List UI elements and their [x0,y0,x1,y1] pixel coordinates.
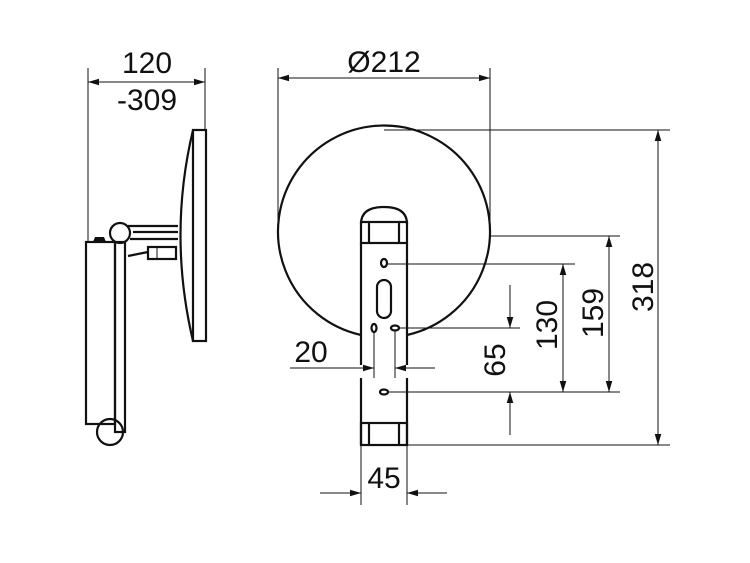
arm-side-profile [108,221,178,261]
mirror-circle [276,124,492,337]
side-view: 120 -309 [84,47,208,447]
width-label: 45 [367,462,400,495]
wall-bracket-side [84,237,127,447]
wall-bracket-front [359,205,409,447]
depth-range-label: -309 [117,84,177,117]
depth-label: 120 [122,47,172,80]
mounting-hole [378,388,390,396]
hole-65-label: 65 [479,343,512,376]
hole-spacing-label: 20 [294,336,327,369]
mounting-hole [379,257,389,269]
diameter-label: Ø212 [347,46,420,79]
hole-159-label: 159 [577,288,610,338]
mounting-hole [370,322,378,334]
hole-130-label: 130 [531,300,564,350]
mounting-hole [389,324,401,332]
height-label: 318 [627,262,660,312]
mounting-slot [375,278,393,320]
front-view: Ø212 20 [276,46,670,505]
mirror-side-profile [179,128,208,343]
